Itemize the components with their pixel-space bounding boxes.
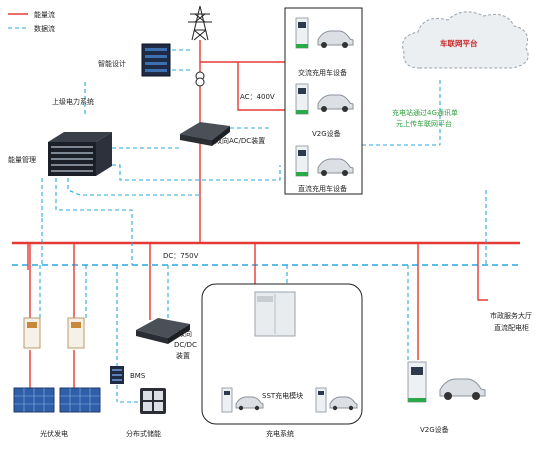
pv-inverter-icon <box>23 317 41 349</box>
smart-dispatch-label: 智能设计 <box>98 59 126 68</box>
transformer-icon <box>195 71 205 87</box>
charging-module-label: SST充电模块 <box>262 391 303 400</box>
upload-note-line1: 充电站通过4G通讯单 <box>392 108 458 117</box>
v2g-device-bottom-label: V2G设备 <box>420 425 449 434</box>
dc-charger-label: 直流充用车设备 <box>298 184 347 193</box>
distributed-storage-label: 分布式储能 <box>126 429 161 438</box>
municipal-label-line2: 直流配电柜 <box>494 323 529 332</box>
upper-grid-label: 上级电力系统 <box>52 97 94 106</box>
solar-panel-icon <box>59 387 101 413</box>
cloud-icon <box>402 11 529 69</box>
transmission-tower-icon <box>188 5 212 41</box>
dcdc-label-line1: 双向 <box>178 329 192 338</box>
charging-system-label: 充电系统 <box>266 429 294 438</box>
charging-post-icon <box>315 387 327 413</box>
acdc-converter-icon <box>180 122 230 146</box>
charging-cabinet-icon <box>254 291 296 337</box>
v2g-charger-icon <box>295 83 309 115</box>
ac-charger-label: 交流充用车设备 <box>298 68 347 77</box>
dcdc-label-line2: DC/DC <box>174 341 197 349</box>
car-icon <box>235 396 264 411</box>
legend-data-label: 数据流 <box>34 24 55 33</box>
bms-label: BMS <box>130 372 146 380</box>
solar-panel-icon <box>13 387 55 413</box>
bms-icon <box>110 366 124 384</box>
legend-energy-label: 能量流 <box>34 10 55 19</box>
energy-management-server-icon <box>48 132 112 176</box>
dc-charger-icon <box>295 145 309 177</box>
dcdc-label-line3: 装置 <box>176 351 190 360</box>
charging-post-icon <box>221 387 233 413</box>
upload-note-line2: 元上传车联网平台 <box>396 119 452 128</box>
v2g-device-top-label: V2G设备 <box>312 129 341 138</box>
battery-storage-icon <box>140 388 166 414</box>
data-lines <box>39 49 487 403</box>
v2g-charger-icon <box>407 361 427 403</box>
car-icon <box>317 30 354 48</box>
car-icon <box>439 378 486 400</box>
pv-label: 光伏发电 <box>40 429 68 438</box>
legend: 能量流 数据流 <box>8 10 55 33</box>
municipal-label-line1: 市政服务大厅 <box>490 311 532 320</box>
server-rack-icon <box>141 43 171 77</box>
car-icon <box>329 396 358 411</box>
ev-platform-label: 车联网平台 <box>440 38 478 48</box>
acdc-converter-label: 双向AC/DC装置 <box>215 136 265 145</box>
pv-inverter-icon <box>67 317 85 349</box>
car-icon <box>317 94 354 112</box>
energy-management-label: 能量管理 <box>8 155 36 164</box>
ac-charger-icon <box>295 17 309 49</box>
car-icon <box>317 158 354 176</box>
ac-voltage-label: AC：400V <box>240 93 275 101</box>
dcdc-converter-icon <box>136 318 190 344</box>
dc-voltage-label: DC：750V <box>163 252 199 260</box>
